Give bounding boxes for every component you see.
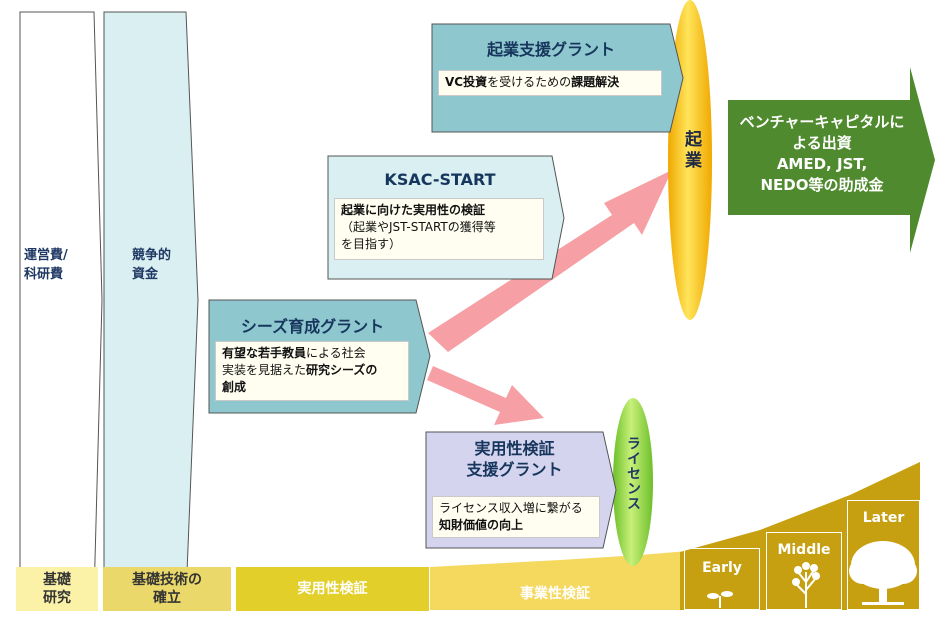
vc-funding-text: ベンチャーキャピタルに よる出資 AMED, JST, NEDO等の助成金 [739, 113, 905, 194]
desc-part: ライセンス収入増に繋がる [439, 501, 583, 515]
grant-seeds-title: シーズ育成グラント [240, 317, 385, 336]
funding-column-2-shape [103, 11, 199, 598]
growth-label-early: Early [702, 560, 742, 576]
grant-entrepreneur-title: 起業支援グラント [486, 40, 615, 59]
funding-label-operating: 運営費/ 科研費 [24, 248, 68, 282]
grant-ksac-title: KSAC-START [384, 170, 496, 189]
young-tree-icon [792, 562, 820, 608]
grant-practical-title: 実用性検証 支援グラント [466, 439, 563, 479]
growth-box-early [684, 548, 760, 610]
funding-label-competitive: 競争的 資金 [132, 248, 172, 282]
funding-column-1-shape [19, 11, 103, 598]
desc-part: （起業やJST-STARTの獲得等 [341, 220, 496, 234]
stage-business-verification: 事業性検証 [520, 586, 590, 602]
vc-funding-arrow [728, 67, 935, 253]
desc-part: 起業に向けた実用性の検証 [341, 203, 486, 217]
growth-box-middle [766, 532, 842, 610]
grant-ksac-desc: 起業に向けた実用性の検証 （起業やJST-STARTの獲得等 を目指す） [334, 198, 544, 260]
license-orb [613, 398, 653, 566]
desc-part: による社会 [306, 346, 366, 360]
grant-entrepreneur-desc: VC投資を受けるための課題解決 [438, 70, 662, 96]
desc-part: 知財価値の向上 [439, 518, 524, 532]
sprout-icon [707, 591, 733, 608]
growth-label-later: Later [862, 510, 905, 526]
desc-part: を目指す） [341, 237, 402, 251]
stage-basic-research: 基礎 研究 [16, 567, 98, 611]
desc-part: 実装を見据えた [222, 363, 307, 377]
stage-practical-verification: 実用性検証 [236, 567, 429, 611]
grant-seeds-desc: 有望な若手教員による社会実装を見据えた研究シーズの創成 [215, 341, 409, 401]
desc-part: 研究シーズの [306, 363, 378, 377]
license-label: ライセンス [625, 436, 641, 511]
stage-basic-tech: 基礎技術の 確立 [103, 567, 231, 611]
grant-practical-desc: ライセンス収入増に繋がる 知財価値の向上 [432, 496, 600, 538]
desc-part: 有望な若手教員 [222, 346, 307, 360]
desc-part: 課題解決 [571, 75, 620, 89]
big-tree-icon [849, 541, 917, 605]
growth-box-later [847, 500, 920, 610]
arrow-to-license [427, 366, 544, 425]
desc-part: VC投資 [445, 75, 488, 89]
growth-label-middle: Middle [777, 542, 831, 558]
startup-label: 起業 [681, 130, 701, 172]
desc-part: 創成 [222, 380, 247, 394]
desc-part: を受けるための [487, 75, 572, 89]
